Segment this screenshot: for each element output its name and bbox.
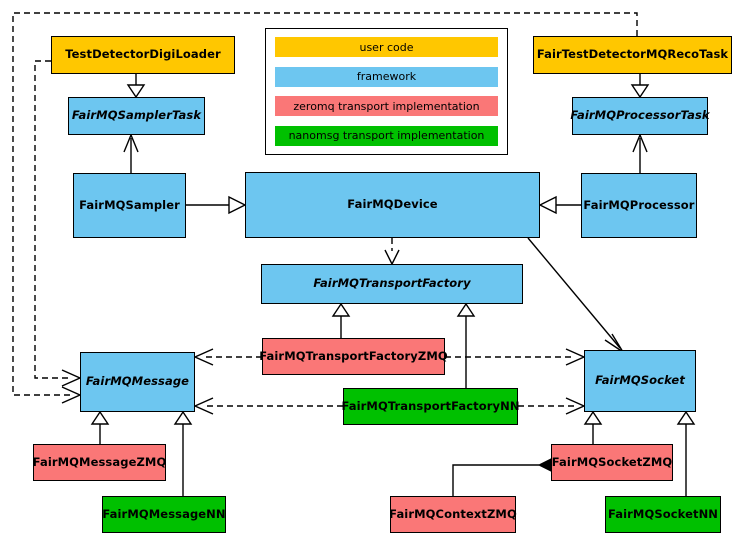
class-node-FairMQSamplerTask[interactable]: FairMQSamplerTask <box>68 97 205 135</box>
class-node-FairMQProcessor[interactable]: FairMQProcessor <box>581 173 697 238</box>
class-label: FairMQTransportFactoryNN <box>341 398 520 413</box>
edge-digiloader-samplertask <box>126 74 146 99</box>
edge-messagenn-message <box>173 410 193 496</box>
legend-item-nanomsg: nanomsg transport implementation <box>275 125 498 146</box>
edge-tfzmq-message <box>193 348 262 366</box>
class-node-FairMQSocketNN[interactable]: FairMQSocketNN <box>605 496 721 533</box>
class-node-FairMQSocket[interactable]: FairMQSocket <box>584 350 696 412</box>
class-label: FairMQSampler <box>79 197 180 212</box>
class-label: FairMQMessage <box>85 374 190 389</box>
edge-tfnn-socket <box>518 397 586 415</box>
class-label: FairMQSocket <box>595 373 685 388</box>
edge-contextzmq-socketzmq <box>452 458 565 496</box>
class-node-TestDetectorDigiLoader[interactable]: TestDetectorDigiLoader <box>51 36 235 74</box>
class-node-FairMQTransportFactory[interactable]: FairMQTransportFactory <box>261 264 523 304</box>
edge-tfzmq-transportfactory <box>331 302 351 338</box>
class-label: FairMQProcessorTask <box>570 108 710 123</box>
edge-sampler-device <box>186 195 247 215</box>
edge-tfnn-transportfactory <box>456 302 476 388</box>
class-label: FairMQTransportFactory <box>313 276 471 291</box>
legend: user code framework zeromq transport imp… <box>265 28 508 155</box>
class-node-FairMQSampler[interactable]: FairMQSampler <box>73 173 186 238</box>
edge-recotask-processortask <box>630 74 650 99</box>
edge-socketzmq-socket <box>583 410 603 444</box>
class-node-FairMQTransportFactoryNN[interactable]: FairMQTransportFactoryNN <box>341 388 520 425</box>
edge-socketnn-socket <box>676 410 696 496</box>
class-node-FairMQTransportFactoryZMQ[interactable]: FairMQTransportFactoryZMQ <box>259 338 448 375</box>
edge-processor-device <box>538 195 581 215</box>
edge-processor-processortask <box>632 133 648 173</box>
edge-sampler-samplertask <box>123 133 139 173</box>
class-label: FairMQTransportFactoryZMQ <box>259 348 448 363</box>
class-node-FairTestDetectorMQRecoTask[interactable]: FairTestDetectorMQRecoTask <box>533 36 732 74</box>
edge-device-transportfactory <box>384 238 400 266</box>
edge-digiloader-to-message <box>34 60 72 379</box>
class-label: FairTestDetectorMQRecoTask <box>536 47 729 62</box>
edge-device-socket <box>527 237 624 353</box>
class-label: FairMQMessageZMQ <box>32 454 167 469</box>
legend-label: user code <box>359 40 414 54</box>
class-node-FairMQProcessorTask[interactable]: FairMQProcessorTask <box>570 97 710 135</box>
class-node-FairMQDevice[interactable]: FairMQDevice <box>245 172 540 238</box>
class-label: FairMQMessageNN <box>102 506 226 521</box>
arrowhead-recotask-message <box>61 386 82 404</box>
class-label: TestDetectorDigiLoader <box>65 47 221 62</box>
edge-tfnn-message <box>193 397 343 415</box>
class-node-FairMQMessageZMQ[interactable]: FairMQMessageZMQ <box>33 444 166 481</box>
class-label: FairMQProcessor <box>583 197 695 212</box>
class-node-FairMQContextZMQ[interactable]: FairMQContextZMQ <box>389 496 517 533</box>
class-label: FairMQDevice <box>347 197 438 212</box>
legend-item-framework: framework <box>275 66 498 87</box>
legend-label: nanomsg transport implementation <box>288 129 485 143</box>
class-node-FairMQSocketZMQ[interactable]: FairMQSocketZMQ <box>551 444 673 481</box>
class-label: FairMQSocketZMQ <box>551 454 673 469</box>
edge-tfzmq-socket <box>445 348 586 366</box>
class-node-FairMQMessage[interactable]: FairMQMessage <box>80 352 195 412</box>
class-label: FairMQSamplerTask <box>71 108 202 123</box>
legend-label: zeromq transport implementation <box>293 99 480 113</box>
class-label: FairMQContextZMQ <box>389 506 517 521</box>
legend-item-zeromq: zeromq transport implementation <box>275 96 498 117</box>
legend-item-user-code: user code <box>275 37 498 57</box>
edge-messagezmq-message <box>90 410 110 444</box>
arrowhead-digiloader-message <box>61 369 82 387</box>
legend-label: framework <box>356 70 417 84</box>
class-node-FairMQMessageNN[interactable]: FairMQMessageNN <box>102 496 226 533</box>
class-label: FairMQSocketNN <box>607 506 719 521</box>
